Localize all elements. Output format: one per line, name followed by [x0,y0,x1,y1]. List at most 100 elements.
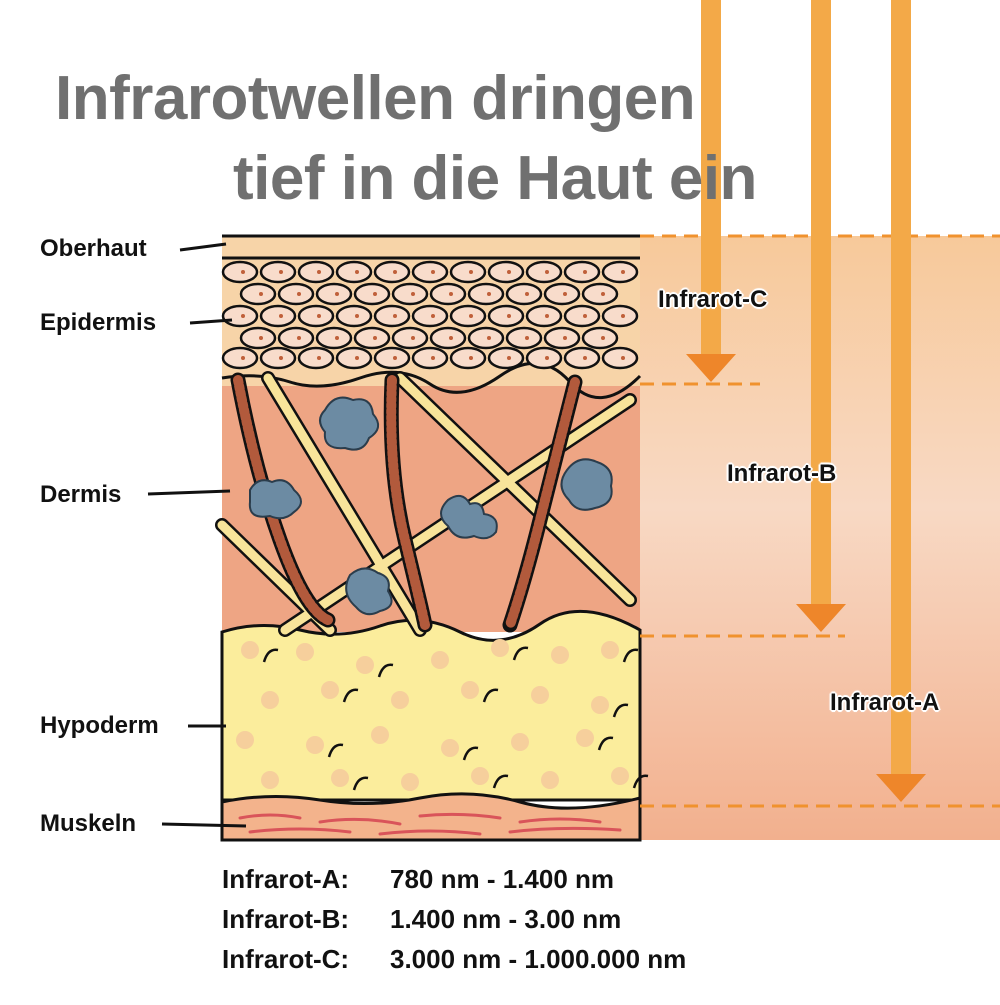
fat-droplet [371,726,389,744]
legend-name: Infrarot-B: [222,904,350,934]
blood-vessels [230,372,583,633]
cell-nucleus [297,336,301,340]
fat-droplet [331,769,349,787]
cell-nucleus [469,356,473,360]
fat-droplet [471,767,489,785]
epidermis-cell [277,282,315,306]
cell-nucleus [355,356,359,360]
epidermis-cell [543,326,581,350]
cell-nucleus [297,292,301,296]
leader-lines [147,242,247,828]
fat-droplet [576,729,594,747]
epidermis-cell [429,282,467,306]
epidermis-cell [259,260,297,284]
fat-droplet [356,656,374,674]
cell-nucleus [545,314,549,318]
cell-nucleus [507,270,511,274]
cell-nucleus [469,270,473,274]
fat-cell-outline [622,648,639,663]
epidermis-cell [525,304,563,328]
fat-droplet [236,731,254,749]
legend-range: 1.400 nm - 3.00 nm [390,904,622,934]
fat-droplet [261,691,279,709]
epidermis-cell [315,326,353,350]
epidermis-cell [429,326,467,350]
cell-nucleus [373,336,377,340]
cell-nucleus [241,314,245,318]
cell-nucleus [525,292,529,296]
cell-nucleus [621,270,625,274]
cell-nucleus [393,270,397,274]
fat-droplet [241,641,259,659]
epidermis-cell [239,326,277,350]
cell-nucleus [373,292,377,296]
fat-droplet [306,736,324,754]
fat-droplet [431,651,449,669]
fat-cell-outline [377,663,394,678]
fat-droplet [296,643,314,661]
legend-name: Infrarot-C: [222,944,350,974]
fat-cell-outline [482,688,499,703]
fat-droplet [531,686,549,704]
epidermis-cell [297,346,335,370]
epidermis-cell [259,346,297,370]
cell-nucleus [563,292,567,296]
epidermis-cell [487,346,525,370]
cell-nucleus [487,292,491,296]
cell-nucleus [507,314,511,318]
cell-nucleus [279,356,283,360]
epidermis-cell [391,282,429,306]
label-hypoderm: Hypoderm [40,712,159,739]
cell-nucleus [583,356,587,360]
epidermis-cell [563,304,601,328]
fat-cell-outline [632,774,649,789]
fat-droplet [461,681,479,699]
legend-name: Infrarot-A: [222,864,350,894]
cell-nucleus [621,314,625,318]
cell-nucleus [335,292,339,296]
cell-nucleus [449,336,453,340]
epidermis-cell [525,346,563,370]
arrow-infrarot-a [876,0,926,802]
arrow-infrarot-b [796,0,846,632]
epidermis-cell [335,304,373,328]
cell-nucleus [411,336,415,340]
legend-row-c: Infrarot-C:3.000 nm - 1.000.000 nm [222,946,686,972]
cell-nucleus [487,336,491,340]
hypoderm-layer [220,609,642,802]
epidermis-cell [449,346,487,370]
label-epidermis: Epidermis [40,309,157,336]
title-line-1: Infrarotwellen dringen [55,64,696,133]
fat-droplet [401,773,419,791]
cell-nucleus [601,336,605,340]
cell-nucleus [317,314,321,318]
fat-cell-outline [612,703,629,718]
legend-row-b: Infrarot-B: 1.400 nm - 3.00 nm [222,906,621,932]
epidermis-cell [221,304,259,328]
fat-cell-outline [342,688,359,703]
epidermis-cells [221,260,639,370]
cell-nucleus [601,292,605,296]
epidermis-cell [505,282,543,306]
cell-nucleus [279,314,283,318]
cell-nucleus [241,270,245,274]
epidermis-cell [315,282,353,306]
epidermis-cell [601,304,639,328]
cell-nucleus [411,292,415,296]
dermis-blobs [248,396,613,616]
epidermis-cell [335,346,373,370]
fat-droplet [611,767,629,785]
fat-droplet [601,641,619,659]
epidermis-cell [297,260,335,284]
label-oberhaut: Oberhaut [40,235,147,262]
epidermis-cell [353,282,391,306]
fat-droplet [551,646,569,664]
cell-nucleus [431,270,435,274]
epidermis-cell [391,326,429,350]
fat-droplet [491,639,509,657]
epidermis-cell [411,260,449,284]
epidermis-cell [581,282,619,306]
label-infrarot-a: Infrarot-A [830,689,940,716]
epidermis-cell [563,346,601,370]
